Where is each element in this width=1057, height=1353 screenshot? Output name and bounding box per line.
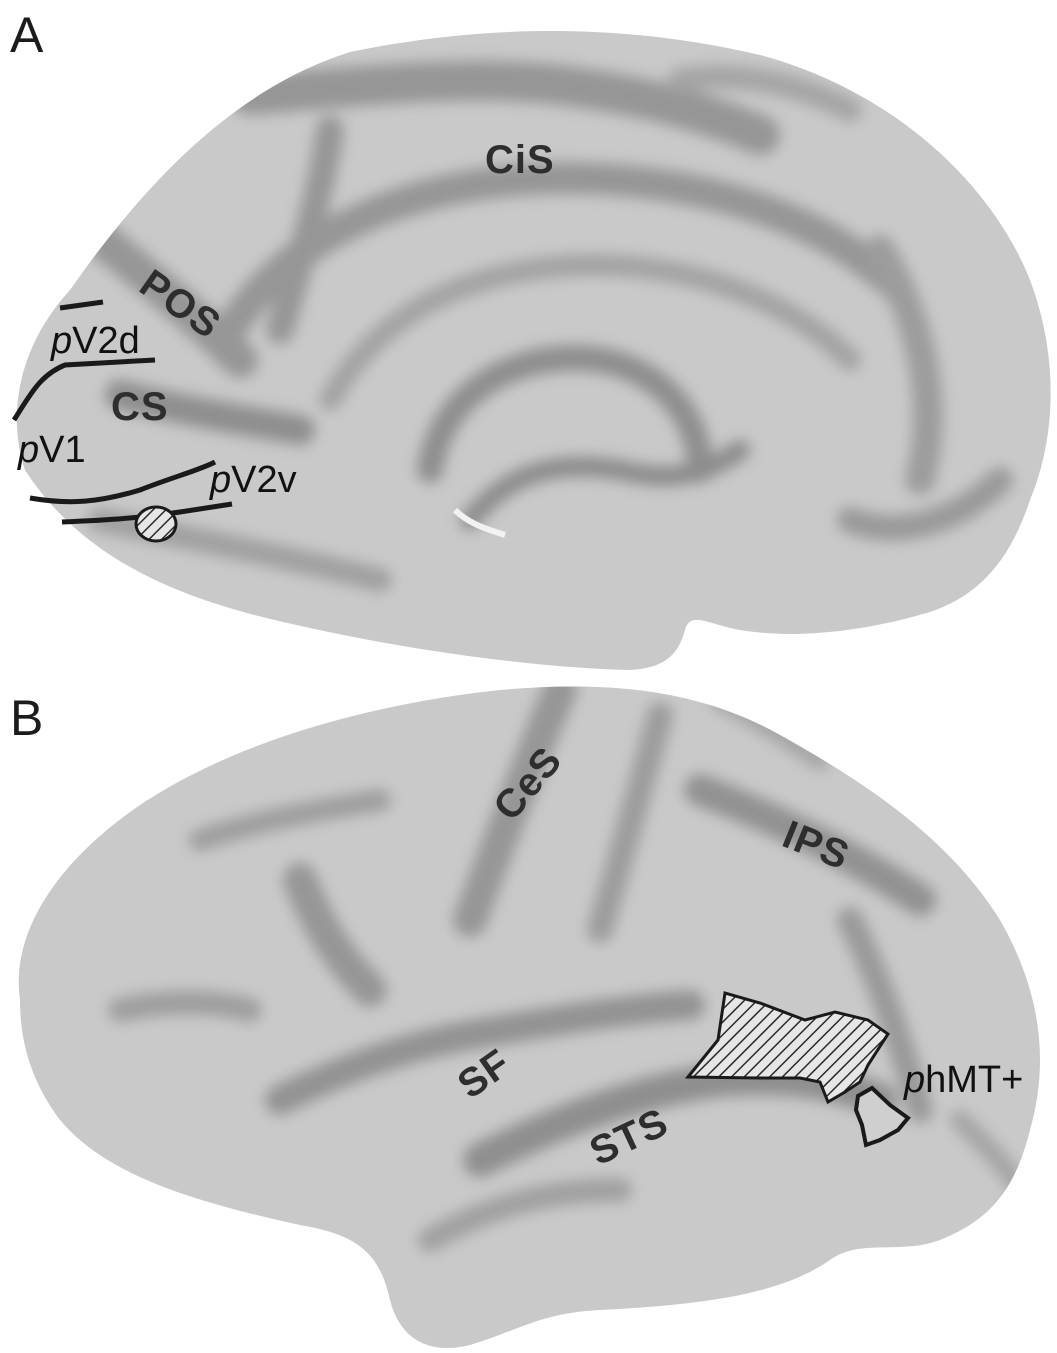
panel-a-letter: A — [10, 7, 44, 63]
label-pv2v: pV2v — [209, 459, 297, 501]
panel-a: A — [10, 7, 1051, 670]
label-pv1: pV1 — [17, 429, 86, 471]
label-cs: CS — [111, 385, 169, 429]
label-pv2d: pV2d — [50, 320, 140, 362]
hatched-roi-a — [136, 507, 176, 541]
label-cis: CiS — [485, 138, 555, 182]
hemisphere-medial-surface — [17, 31, 1051, 670]
panel-b: B CeS IPS SF STS — [10, 686, 1040, 1348]
label-phmt: phMT+ — [903, 1059, 1023, 1101]
panel-b-letter: B — [10, 690, 43, 746]
